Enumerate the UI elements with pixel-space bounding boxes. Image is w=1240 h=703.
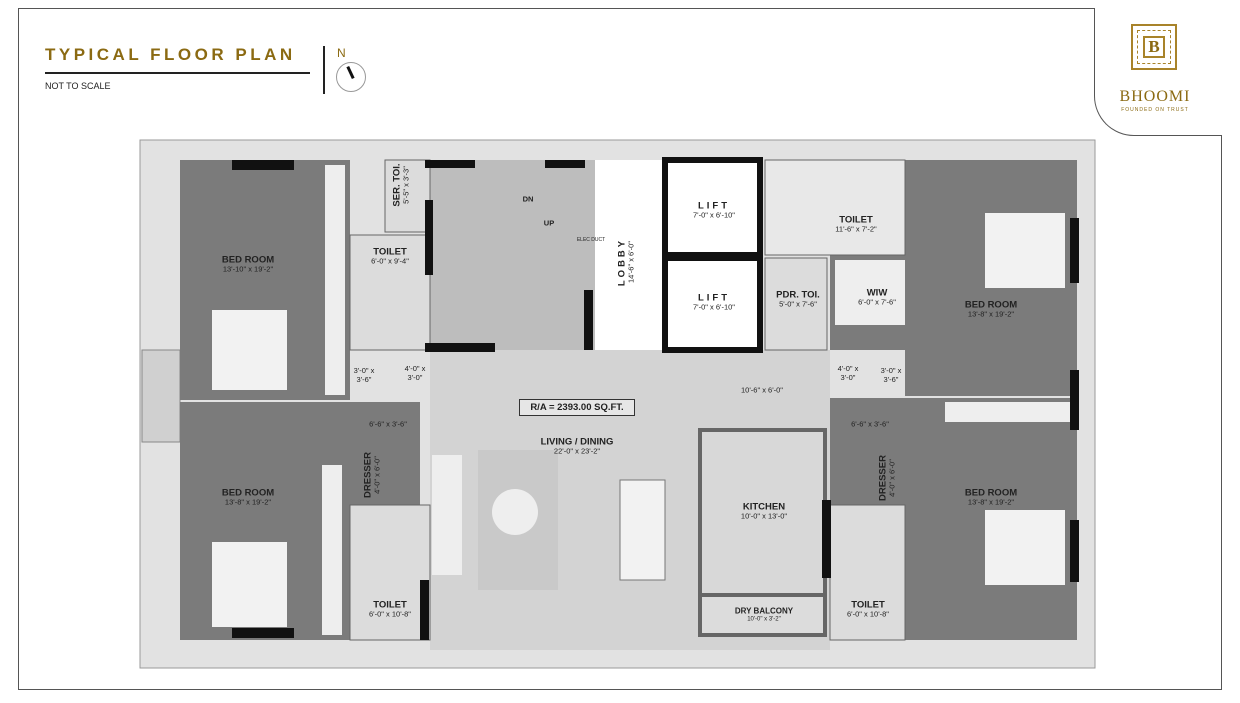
toilet-bl-area (349, 504, 431, 641)
stair-up: UP (543, 218, 555, 228)
carpet-area-box: R/A = 2393.00 SQ.FT. (519, 399, 635, 416)
passage-dim-6: 6'-6" x 3'-6" (369, 419, 407, 429)
sofa (432, 455, 462, 575)
divider (323, 46, 325, 94)
room-ser-toi: SER. TOI.5'-5" x 3'-3" (391, 163, 412, 207)
passage-dim-7: 6'-6" x 3'-6" (851, 419, 889, 429)
lobby-area (595, 160, 665, 350)
elec-duct: ELEC DUCT (576, 237, 606, 243)
toilet-br-area (829, 504, 906, 641)
bed-tl (212, 310, 287, 390)
scale-note: NOT TO SCALE (45, 81, 111, 91)
logo-letter: B (1143, 36, 1165, 58)
toilet-tl-area (349, 234, 431, 351)
logo-panel (1094, 8, 1222, 136)
walls (232, 160, 1079, 640)
balcony-left (141, 349, 181, 443)
wardrobe-br (945, 402, 1075, 422)
brand-tagline: FOUNDED ON TRUST (1121, 107, 1189, 113)
bed-bl (212, 542, 287, 627)
compass-icon (336, 62, 366, 92)
lift-2 (662, 255, 763, 353)
north-label: N (337, 46, 346, 60)
wardrobe-tr (835, 260, 905, 325)
passage-dim-5: 10'-6" x 6'-0" (741, 385, 783, 395)
dining-table (619, 479, 666, 581)
pdr-toi-area (764, 257, 828, 351)
toilet-tr-area (764, 159, 906, 256)
stair (430, 160, 595, 350)
page-title: TYPICAL FLOOR PLAN (45, 45, 296, 64)
bed-br (985, 510, 1065, 585)
brand-name: BHOOMI (1119, 88, 1191, 105)
ser-toi-area (384, 159, 431, 233)
stair-dn: DN (522, 194, 534, 204)
room-pdr-toi: PDR. TOI.5'-0" x 7'-6" (776, 289, 820, 310)
title-underline (45, 72, 310, 74)
bed-tr (985, 213, 1065, 288)
page-frame (18, 8, 1222, 690)
kitchen-area (698, 428, 827, 597)
wardrobe-tl (325, 165, 345, 395)
dry-balcony-area (698, 593, 827, 637)
brand-logo: B (1131, 24, 1177, 70)
wardrobe-bl (322, 465, 342, 635)
coffee-table (492, 489, 538, 535)
